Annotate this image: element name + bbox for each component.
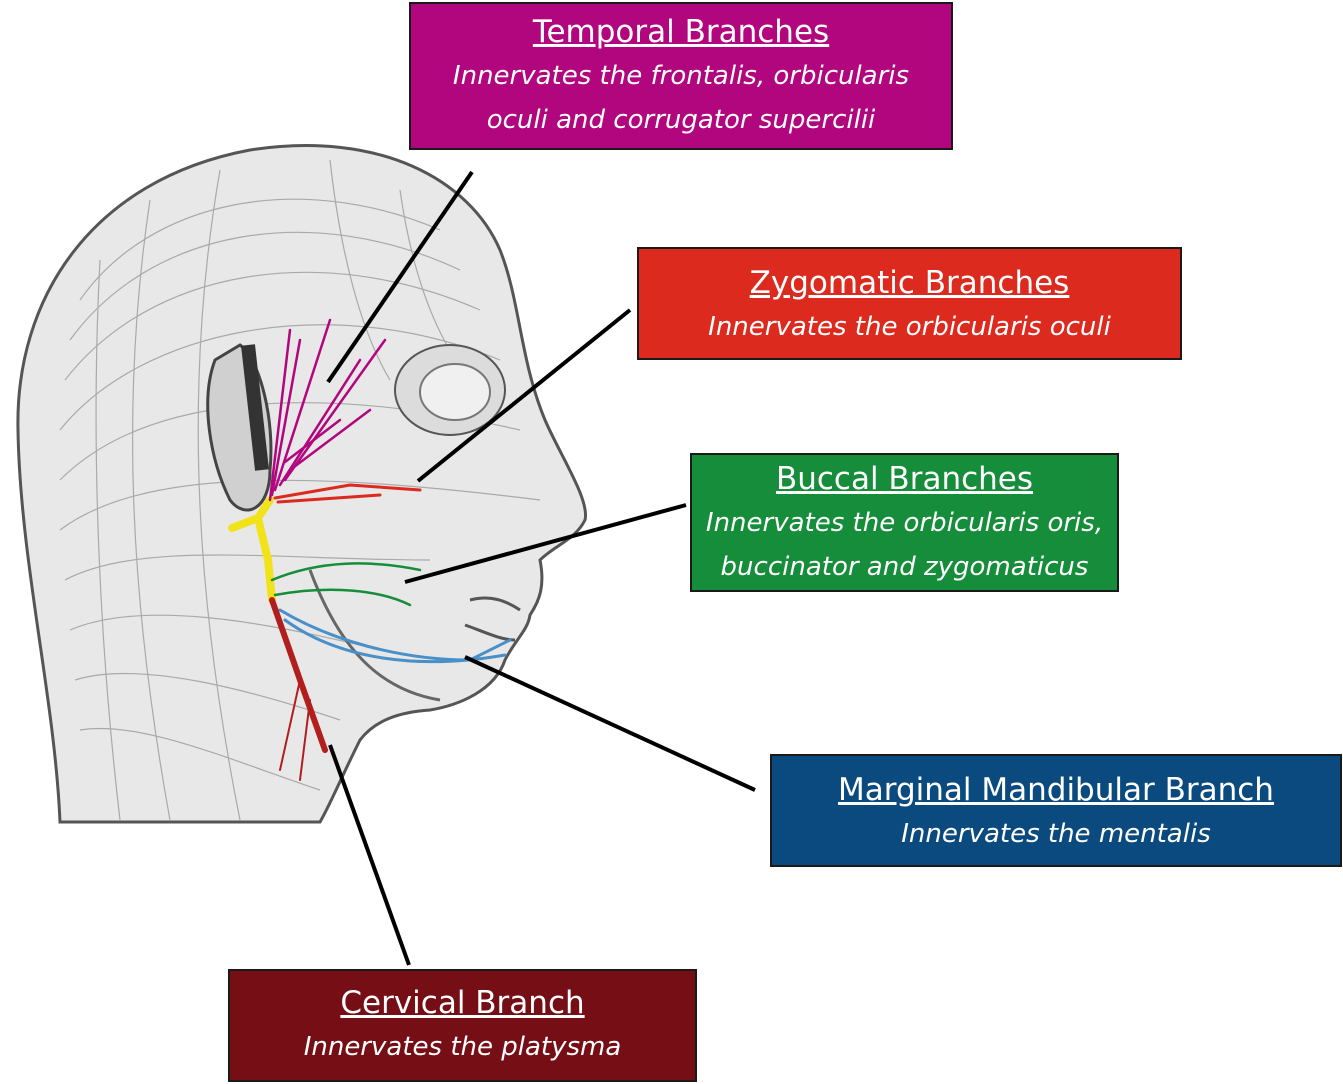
zygomatic-branches-title: Zygomatic Branches: [749, 265, 1070, 301]
zygomatic-branches-box: Zygomatic Branches Innervates the orbicu…: [637, 247, 1182, 360]
temporal-leader-line: [326, 170, 474, 384]
zygomatic-branches-desc: Innervates the orbicularis oculi: [708, 312, 1111, 342]
buccal-branches-desc-line2: buccinator and zygomaticus: [720, 552, 1089, 582]
buccal-branches-box: Buccal Branches Innervates the orbicular…: [690, 453, 1119, 592]
facial-nerve: [228, 318, 512, 781]
buccal-leader-line: [404, 503, 687, 584]
facial-nerve-trunk: [228, 496, 276, 604]
buccal-branches-title: Buccal Branches: [775, 461, 1034, 497]
cervical-branch-title: Cervical Branch: [340, 985, 585, 1021]
leader-lines: [326, 170, 756, 966]
head-silhouette: [16, 144, 588, 824]
temporal-branches-box: Temporal Branches Innervates the frontal…: [409, 2, 953, 150]
cervical-branch-box: Cervical Branch Innervates the platysma: [228, 969, 697, 1082]
zygomatic-nerve-branches: [273, 483, 422, 504]
temporal-nerve-branches: [268, 318, 387, 502]
temporal-branches-desc-line2: oculi and corrugator supercilii: [486, 105, 876, 135]
marginal-mandibular-branch-desc: Innervates the mentalis: [901, 819, 1211, 849]
buccal-branches-desc-line1: Innervates the orbicularis oris,: [705, 508, 1104, 538]
zygomatic-leader-line: [416, 308, 632, 483]
buccal-nerve-branches: [270, 562, 422, 607]
temporal-branches-desc-line1: Innervates the frontalis, orbicularis: [452, 61, 910, 91]
marginal-mandibular-branch-box: Marginal Mandibular Branch Innervates th…: [770, 754, 1342, 867]
marginal-mandibular-leader-line: [464, 655, 756, 792]
temporal-branches-title: Temporal Branches: [532, 14, 830, 50]
cervical-branch-desc: Innervates the platysma: [303, 1032, 622, 1062]
marginal-mandibular-branch-title: Marginal Mandibular Branch: [838, 772, 1274, 808]
cervical-leader-line: [328, 744, 411, 966]
